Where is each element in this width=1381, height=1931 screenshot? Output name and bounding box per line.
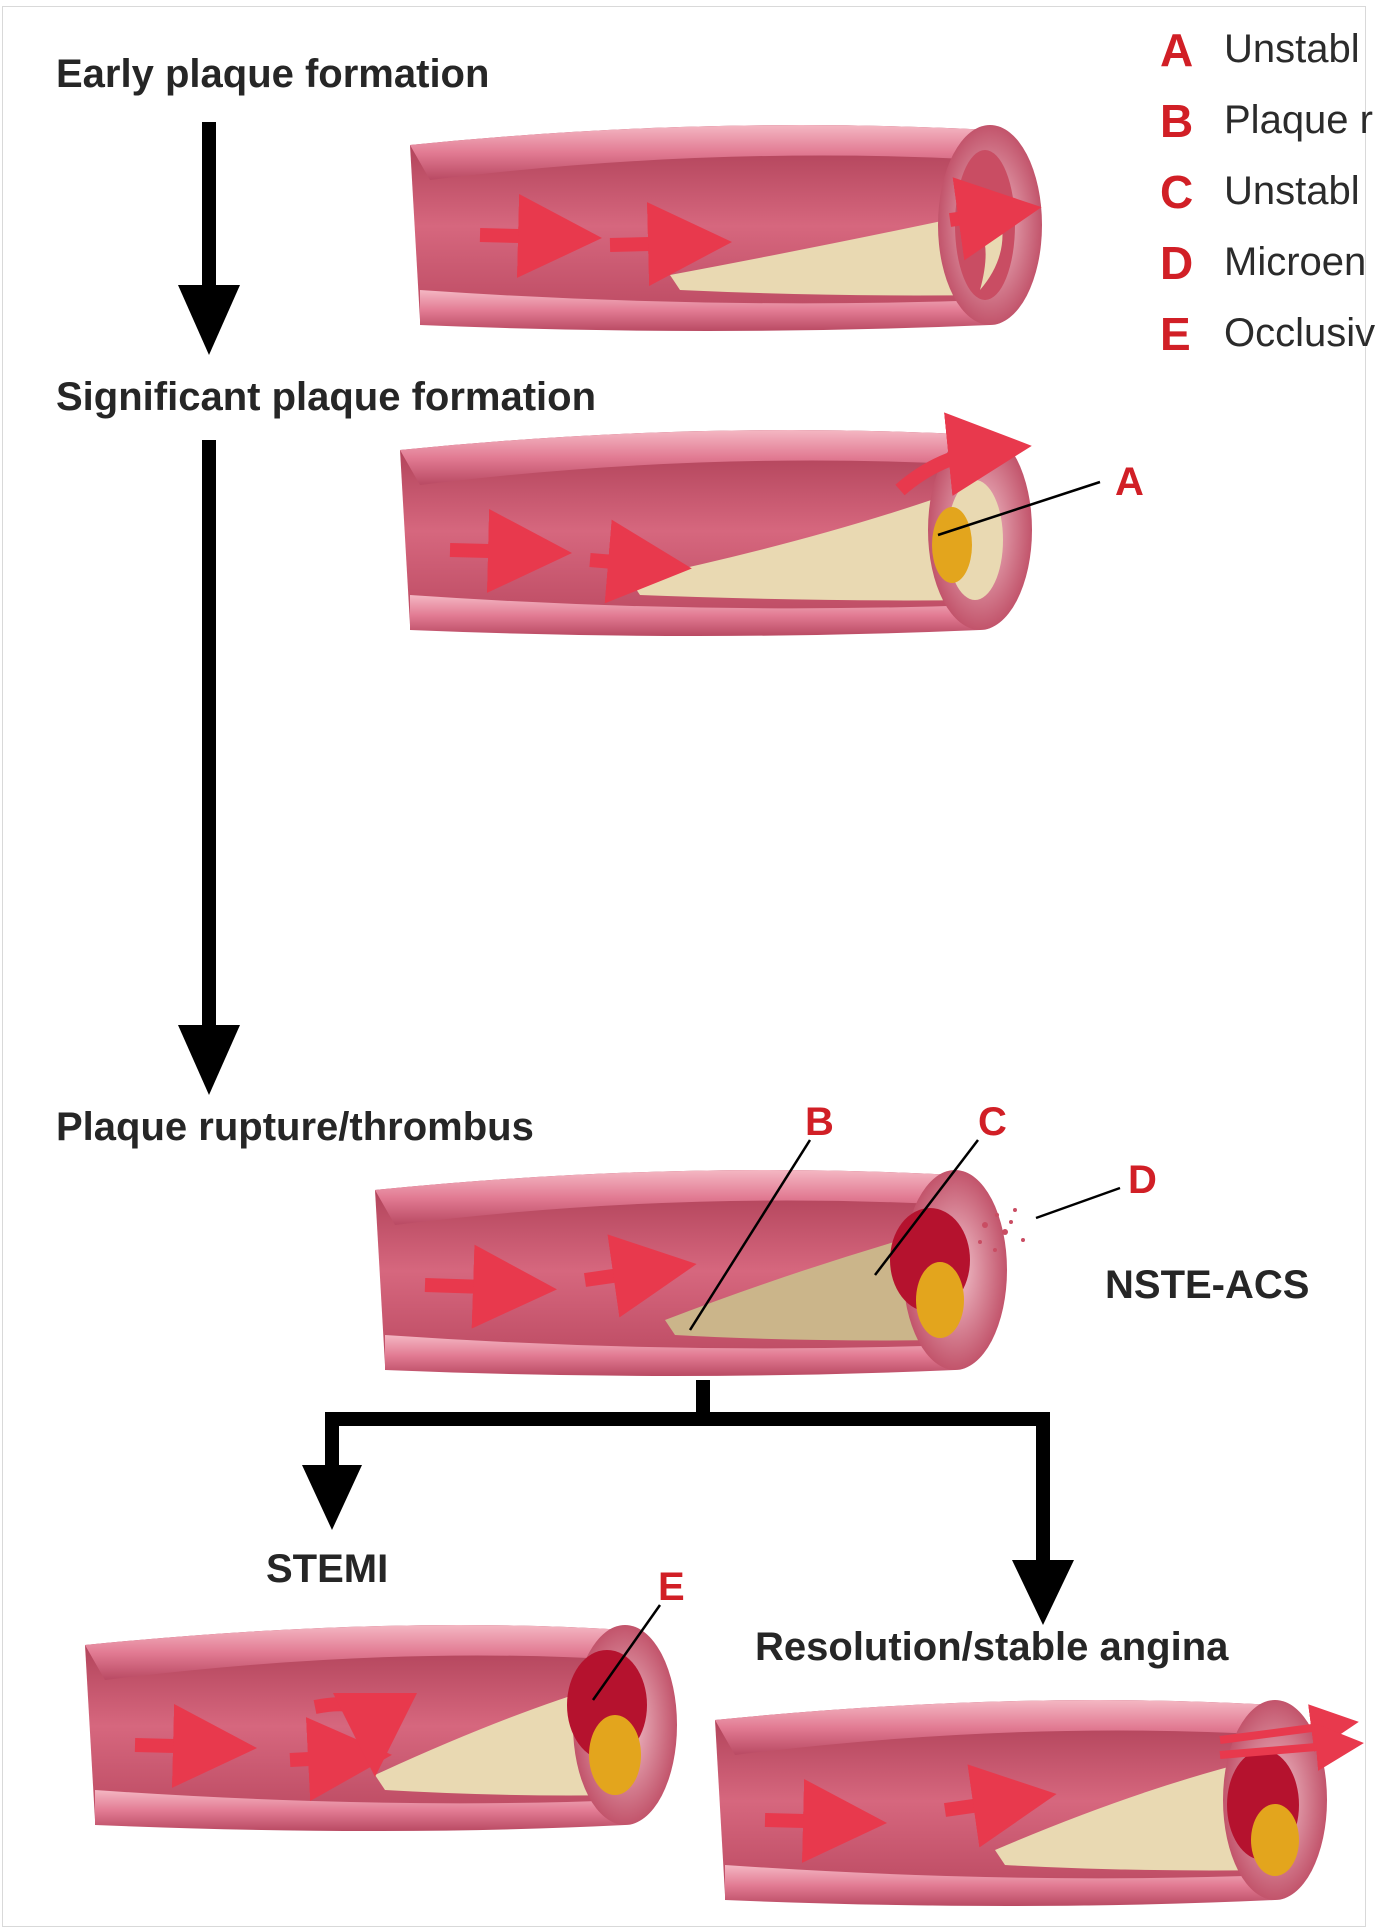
- legend-item-d: D Microen: [1160, 227, 1381, 298]
- callout-d: D: [1128, 1158, 1157, 1202]
- stage-label-rupture: Plaque rupture/thrombus: [56, 1105, 534, 1149]
- legend-item-a: A Unstabl: [1160, 14, 1381, 85]
- vessel-rupture: [375, 1170, 1025, 1376]
- legend-text: Plaque r: [1224, 98, 1373, 142]
- legend-text: Microen: [1224, 240, 1367, 284]
- legend-item-b: B Plaque r: [1160, 85, 1381, 156]
- legend-letter: E: [1160, 307, 1191, 355]
- callout-a: A: [1115, 460, 1144, 504]
- vessel-stemi: [85, 1625, 677, 1831]
- legend-letter: A: [1160, 23, 1194, 76]
- legend-letter: D: [1160, 236, 1194, 289]
- legend-item-e: E Occlusiv: [1160, 298, 1381, 355]
- callout-e: E: [658, 1565, 685, 1609]
- legend-letter: B: [1160, 94, 1194, 147]
- stage-label-significant: Significant plaque formation: [56, 375, 597, 419]
- legend: A Unstabl B Plaque r C Unstabl D Microen…: [1160, 14, 1381, 355]
- vessel-significant: [400, 412, 1032, 636]
- legend-item-c: C Unstabl: [1160, 156, 1381, 227]
- branch-connector: [302, 1380, 1074, 1625]
- callout-c: C: [978, 1100, 1007, 1144]
- legend-text: Unstabl: [1224, 27, 1360, 71]
- stage-label-stemi: STEMI: [266, 1547, 389, 1591]
- figure-frame: [2, 6, 1366, 1927]
- callout-lines: [591, 480, 1121, 1701]
- vessel-resolution: [715, 1700, 1364, 1906]
- vessel-early: [410, 125, 1042, 331]
- legend-text: Unstabl: [1224, 169, 1360, 213]
- legend-letter: C: [1160, 165, 1194, 218]
- flow-arrow-2: [178, 440, 240, 1095]
- stage-label-early: Early plaque formation: [56, 52, 490, 96]
- callout-b: B: [805, 1100, 834, 1144]
- legend-text: Occlusiv: [1224, 311, 1376, 354]
- stage-label-resolution: Resolution/stable angina: [755, 1625, 1229, 1669]
- stage-label-nste-acs: NSTE-ACS: [1105, 1263, 1310, 1307]
- flow-arrow-1: [178, 122, 240, 355]
